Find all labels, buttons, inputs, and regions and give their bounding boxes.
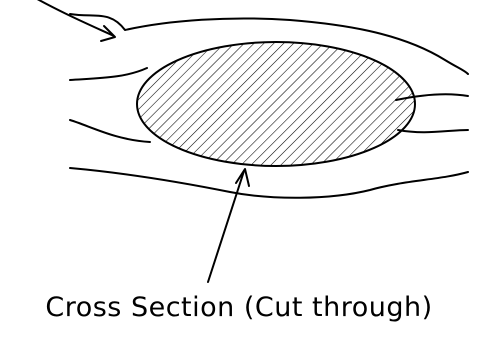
diagram-caption: Cross Section (Cut through) — [0, 292, 478, 323]
inner-lower-right-contour — [398, 130, 468, 132]
top-pointer-arrow — [30, 0, 115, 41]
hatched-cross-section — [137, 42, 415, 166]
outer-bottom-contour — [70, 168, 468, 198]
caption-pointer-arrow — [208, 169, 249, 282]
inner-lower-left-contour — [70, 120, 150, 142]
inner-upper-left-contour — [70, 68, 147, 80]
